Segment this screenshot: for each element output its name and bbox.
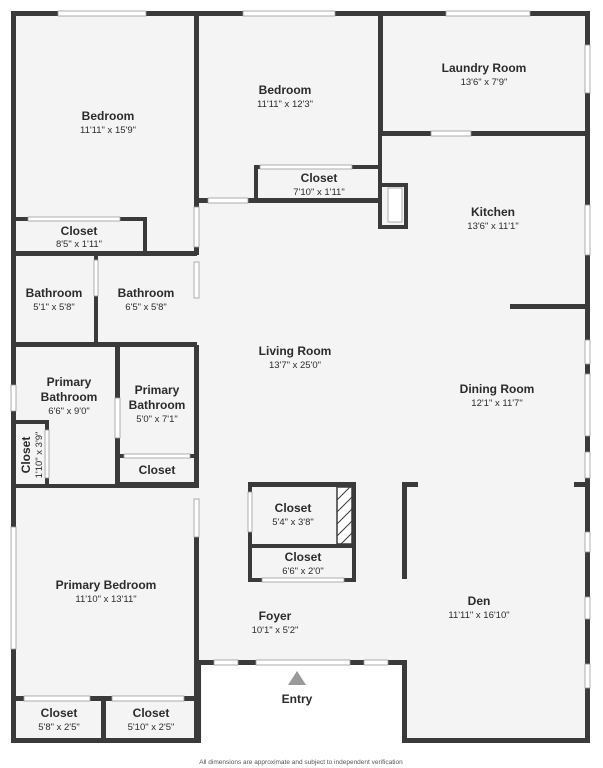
room-dims-primary-bedroom: 11'10" x 13'11" — [75, 594, 136, 605]
room-dims-laundry: 13'6" x 7'9" — [461, 77, 508, 88]
room-label-closet-center-2: Closet — [285, 550, 322, 564]
room-dims-bathroom-2: 6'5" x 5'8" — [125, 302, 167, 313]
room-label-bedroom-2: Bedroom — [259, 83, 312, 97]
room-label-primary-bath-2a: Primary — [135, 383, 180, 397]
closet-side-rotated: Closet 1'10" x 3'9" — [19, 432, 45, 479]
shaft-hatch — [336, 486, 353, 545]
room-dims-foyer: 10'1" x 5'2" — [252, 625, 299, 636]
room-dims-closet-bed2: 7'10" x 1'11" — [293, 187, 344, 198]
room-label-primary-bath-1a: Primary — [47, 375, 92, 389]
room-label-closet-center-1: Closet — [275, 501, 312, 515]
entry-arrow-icon — [288, 671, 306, 685]
room-label-living: Living Room — [259, 344, 332, 358]
room-label-dining: Dining Room — [460, 382, 535, 396]
room-label-bathroom-1: Bathroom — [26, 286, 83, 300]
room-label-closet-pb2: Closet — [139, 463, 176, 477]
room-dims-bedroom-1: 11'11" x 15'9" — [80, 125, 136, 136]
room-dims-primary-bath-1: 6'6" x 9'0" — [48, 406, 90, 417]
room-label-primary-bath-2b: Bathroom — [129, 398, 186, 412]
room-dims-closet-side: 1'10" x 3'9" — [34, 432, 45, 479]
room-label-bathroom-2: Bathroom — [118, 286, 175, 300]
room-label-closet-side: Closet — [19, 437, 33, 474]
room-dims-primary-bath-2: 5'0" x 7'1" — [136, 414, 178, 425]
room-label-laundry: Laundry Room — [442, 61, 527, 75]
room-label-closet-bed1: Closet — [61, 224, 98, 238]
room-dims-kitchen: 13'6" x 11'1" — [467, 221, 518, 232]
room-dims-bedroom-2: 11'11" x 12'3" — [257, 99, 313, 110]
footer-disclaimer: All dimensions are approximate and subje… — [199, 759, 403, 766]
room-dims-living: 13'7" x 25'0" — [269, 360, 321, 371]
room-dims-closet-center-2: 6'6" x 2'0" — [282, 566, 324, 577]
room-label-closet-bottom-2: Closet — [133, 706, 170, 720]
windows — [10, 10, 591, 702]
room-dims-dining: 12'1" x 11'7" — [471, 398, 522, 409]
room-label-kitchen: Kitchen — [471, 205, 515, 219]
room-dims-closet-bed1: 8'5" x 1'11" — [56, 239, 102, 250]
room-label-foyer: Foyer — [259, 609, 292, 623]
room-dims-bathroom-1: 5'1" x 5'8" — [33, 302, 75, 313]
floor-area — [12, 13, 589, 741]
room-label-bedroom-1: Bedroom — [82, 109, 135, 123]
room-label-den: Den — [468, 594, 491, 608]
room-label-closet-bed2: Closet — [301, 171, 338, 185]
room-label-closet-bottom-1: Closet — [41, 706, 78, 720]
room-dims-closet-bottom-2: 5'10" x 2'5" — [128, 722, 175, 733]
room-dims-closet-bottom-1: 5'8" x 2'5" — [38, 722, 80, 733]
room-label-primary-bedroom: Primary Bedroom — [56, 578, 157, 592]
room-dims-den: 11'11" x 16'10" — [448, 610, 509, 621]
room-dims-closet-center-1: 5'4" x 3'8" — [272, 517, 314, 528]
room-label-entry: Entry — [282, 692, 313, 706]
room-label-primary-bath-1b: Bathroom — [41, 390, 98, 404]
